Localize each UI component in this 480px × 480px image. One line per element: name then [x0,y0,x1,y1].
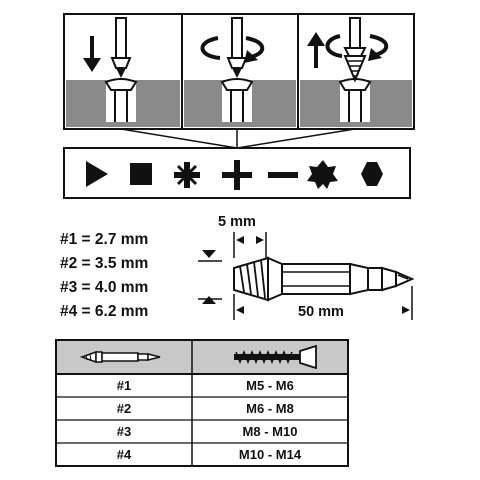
extractor-tip-icon [233,256,269,302]
size-spec-4: #4 = 6.2 mm [60,303,148,320]
rotate-clockwise-icon [200,36,265,63]
drill-bit-icon [110,17,132,78]
screw-in-hole-icon [220,78,254,122]
phillips-drive-icon [222,160,252,190]
extractor-bit-icon [79,350,161,364]
size-spec-2: #2 = 3.5 mm [60,255,148,272]
table-row-2-size: #2 [117,401,131,416]
step-rotate [200,17,265,122]
step-drill-down [83,17,138,122]
total-length-label: 50 mm [298,304,344,320]
square-drive-icon [130,163,152,185]
screw-icon [234,344,317,370]
bit-shank-icon [267,256,415,302]
connector-lines [120,128,356,149]
size-spec-3: #3 = 4.0 mm [60,279,148,296]
pozi-drive-icon [174,162,200,188]
head-type-bar [63,147,411,199]
screw-in-hole-icon [338,78,372,122]
table-row-1-size: #1 [117,378,131,393]
drill-bit-icon [226,17,248,78]
tip-length-label: 5 mm [218,214,256,230]
bit-dimension-drawing: 5 mm [198,214,415,320]
table-row-4-size: #4 [117,447,132,462]
table-row-1-range: M5 - M6 [246,378,294,393]
triangle-drive-icon [86,161,108,187]
table-row-2-range: M6 - M8 [246,401,294,416]
size-spec-1: #1 = 2.7 mm [60,231,148,248]
size-table: #1 M5 - M6 #2 M6 - M8 #3 M8 - M10 #4 M10… [55,339,349,467]
hex-drive-icon [361,162,383,186]
table-row-3-size: #3 [117,424,131,439]
step-extract [307,17,389,122]
slotted-drive-icon [268,172,298,178]
extractor-bit-icon [343,17,367,83]
torx-drive-icon [307,160,338,189]
screw-in-hole-icon [104,78,138,122]
size-specs: #1 = 2.7 mm #2 = 3.5 mm #3 = 4.0 mm #4 =… [60,231,148,320]
table-row-4-range: M10 - M14 [239,447,302,462]
down-arrow-icon [83,36,101,72]
usage-steps-panel [63,13,415,130]
table-row-3-range: M8 - M10 [243,424,298,439]
up-arrow-rotate-icon [307,32,389,68]
